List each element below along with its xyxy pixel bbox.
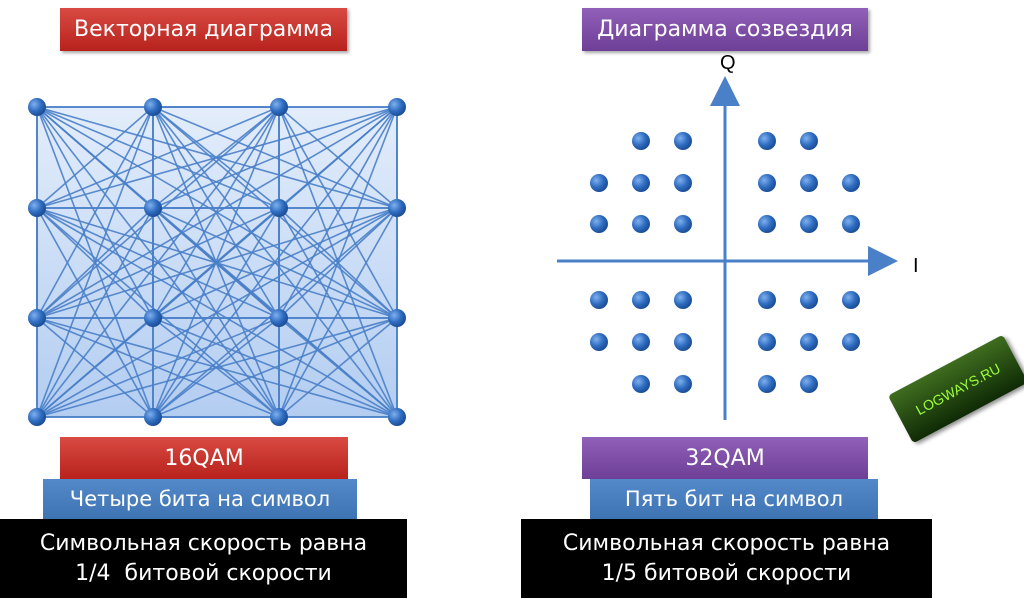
vector-line (36, 106, 154, 319)
vector-line (152, 106, 398, 418)
vector-point (270, 199, 288, 217)
constellation-diagram-title: Диаграмма созвездия (582, 8, 868, 51)
vector-point (388, 98, 406, 116)
vector-line (152, 207, 398, 319)
vector-line (152, 106, 398, 209)
constellation-point (758, 132, 776, 150)
vector-line (36, 106, 280, 418)
symbol-rate-left-line1: Символьная скорость равна (39, 530, 368, 556)
vector-point (28, 408, 46, 426)
constellation-point (758, 215, 776, 233)
vector-point (28, 199, 46, 217)
constellation-point (758, 291, 776, 309)
vector-point (270, 408, 288, 426)
symbol-rate-right: Символьная скорость равна 1/5 битовой ск… (521, 519, 932, 598)
vector-point (144, 199, 162, 217)
vector-line (36, 106, 398, 209)
constellation-point (590, 333, 608, 351)
constellation-point (800, 291, 818, 309)
q-axis-label: Q (720, 52, 736, 74)
constellation-point (842, 333, 860, 351)
i-axis-label: I (913, 255, 919, 277)
constellation-point (590, 174, 608, 192)
constellation-point (800, 375, 818, 393)
vector-line (152, 317, 398, 418)
constellation-point (842, 174, 860, 192)
constellation-point (800, 333, 818, 351)
symbol-rate-right-line2: 1/5 битовой скорости (601, 560, 852, 586)
constellation-point (632, 132, 650, 150)
constellation-point (758, 375, 776, 393)
vector-line (36, 106, 398, 319)
vector-point (270, 309, 288, 327)
constellation-point (800, 132, 818, 150)
vector-line (36, 207, 280, 319)
vector-line (36, 106, 154, 209)
constellation-point (632, 291, 650, 309)
vector-line (36, 317, 280, 418)
vector-point (144, 309, 162, 327)
symbol-rate-right-line1: Символьная скорость равна (562, 530, 891, 556)
vector-line (278, 207, 398, 319)
constellation-point (632, 215, 650, 233)
constellation-point (632, 174, 650, 192)
vector-line (36, 207, 154, 319)
vector-line (36, 317, 154, 418)
constellation-point (674, 174, 692, 192)
constellation-point (674, 291, 692, 309)
constellation-point (590, 215, 608, 233)
vector-line (36, 106, 280, 209)
vector-point (144, 408, 162, 426)
symbol-rate-left-line2: 1/4 битовой скорости (75, 560, 332, 586)
vector-diagram-title: Векторная диаграмма (60, 8, 347, 51)
vector-line (278, 106, 398, 319)
constellation-point (842, 291, 860, 309)
constellation-points (590, 132, 860, 393)
bits-per-symbol-left: Четыре бита на символ (43, 479, 357, 519)
constellation-point (590, 291, 608, 309)
constellation-point (758, 333, 776, 351)
vector-line (278, 317, 398, 418)
symbol-rate-left: Символьная скорость равна 1/4 битовой ск… (0, 519, 407, 598)
vector-point (144, 98, 162, 116)
vector-point (388, 309, 406, 327)
bits-per-symbol-right: Пять бит на символ (590, 479, 878, 519)
constellation-point (800, 174, 818, 192)
constellation-point (632, 333, 650, 351)
constellation-point (674, 375, 692, 393)
vector-points (28, 98, 406, 426)
constellation-point (674, 333, 692, 351)
vector-point (270, 98, 288, 116)
vector-line (36, 317, 398, 418)
constellation-point (800, 215, 818, 233)
constellation-point (758, 174, 776, 192)
constellation-point (674, 132, 692, 150)
vector-line (278, 207, 398, 418)
vector-line (36, 207, 398, 319)
constellation-point (674, 215, 692, 233)
modulation-32qam-label: 32QAM (582, 437, 868, 479)
constellation-point (842, 215, 860, 233)
modulation-16qam-label: 16QAM (60, 437, 348, 479)
vector-line (36, 207, 154, 418)
vector-line (36, 207, 398, 418)
constellation-point (632, 375, 650, 393)
vector-point (28, 309, 46, 327)
vector-point (388, 199, 406, 217)
vector-point (388, 408, 406, 426)
vector-point (28, 98, 46, 116)
